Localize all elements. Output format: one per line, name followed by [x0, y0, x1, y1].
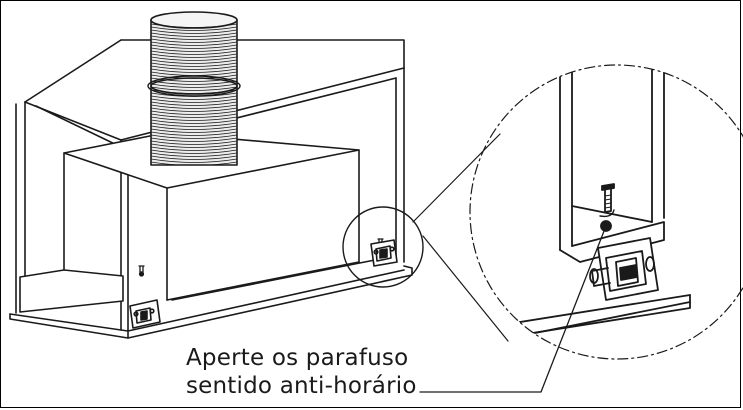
hose-ring — [151, 86, 237, 91]
hose-ring — [151, 143, 237, 148]
hose-ring — [151, 149, 237, 154]
hose-ring — [151, 152, 237, 157]
zoom-connector-top — [412, 133, 501, 223]
hose-ring — [151, 119, 237, 124]
hose-ring — [151, 29, 237, 34]
cabinet-frame — [15, 39, 405, 331]
hose-ring — [151, 116, 237, 121]
hose-ring — [151, 59, 237, 64]
hose-ring — [151, 104, 237, 109]
hose-ring — [151, 122, 237, 127]
hose-ring — [151, 155, 237, 160]
hose-ring — [151, 98, 237, 103]
duct-hose — [147, 11, 241, 166]
hose-ring — [151, 35, 237, 40]
hose-ring — [151, 68, 237, 73]
hose-ring — [151, 38, 237, 43]
hose-ring — [151, 131, 237, 136]
hose-ring — [151, 95, 237, 100]
hose-ring — [151, 101, 237, 106]
hose-ring — [151, 56, 237, 61]
hose-ring — [151, 44, 237, 49]
caption-leader-line — [419, 225, 607, 393]
zoom-detail — [469, 64, 743, 360]
callout-circle-small — [342, 206, 424, 288]
screw-icon-left — [138, 265, 145, 277]
hose-ring — [151, 41, 237, 46]
caption-line-2: sentido anti-horário — [186, 373, 417, 399]
hose-ring — [151, 47, 237, 52]
base-shelf — [9, 258, 413, 339]
hose-ring — [151, 62, 237, 67]
hose-ring — [151, 161, 237, 165]
hose-ring — [151, 50, 237, 55]
hose-ring — [151, 158, 237, 163]
hose-ring — [151, 65, 237, 70]
caption-line-1: Aperte os parafuso — [186, 345, 409, 371]
hose-ring — [151, 137, 237, 142]
hose-ring — [151, 140, 237, 145]
hose-ring — [151, 125, 237, 130]
hose-ring — [151, 146, 237, 151]
hose-ring — [151, 26, 237, 31]
hose-ring — [151, 113, 237, 118]
hose-ring — [151, 23, 237, 28]
hose-ring — [151, 80, 237, 85]
hose-ring — [151, 110, 237, 115]
hose-ring — [151, 107, 237, 112]
hose-ring — [151, 53, 237, 58]
bracket-icon-left — [129, 299, 161, 329]
hose-ring — [151, 83, 237, 88]
hose-ring — [151, 134, 237, 139]
zoom-connector-bottom — [422, 235, 509, 342]
hose-ring — [151, 128, 237, 133]
hose-ring — [151, 32, 237, 37]
bracket-icon-right — [370, 239, 398, 267]
